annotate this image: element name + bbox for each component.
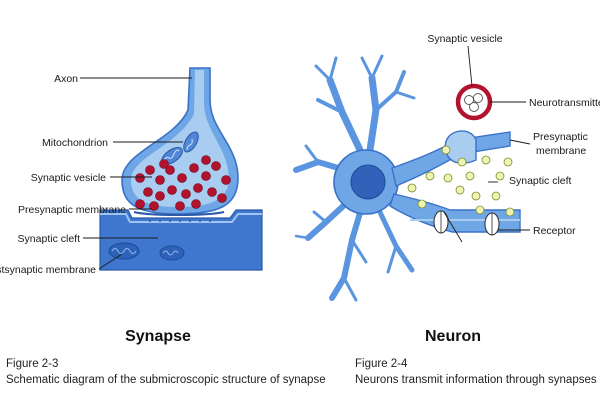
label-mitochondrion: Mitochondrion: [42, 137, 108, 149]
label-neurotransmitter: Neurotransmitter: [529, 97, 600, 109]
neurotransmitters: [407, 145, 515, 217]
label-presynaptic-line1: Presynaptic: [533, 131, 588, 143]
postsynaptic-mitochondrion: [159, 245, 185, 261]
label-presynaptic-line2: membrane: [536, 145, 586, 157]
figure-2-3-number: Figure 2-3: [6, 358, 59, 370]
figure-2-3-caption: Schematic diagram of the submicroscopic …: [6, 374, 326, 386]
postsynaptic-cell: [99, 209, 263, 271]
neuron-illustration: Synaptic vesicle Neurotransmitter Presyn…: [293, 33, 600, 345]
presynaptic-terminal: [444, 130, 477, 164]
receptor: [433, 210, 449, 234]
label-receptor: Receptor: [533, 225, 576, 237]
synapse-illustration: Axon Mitochondrion Synaptic vesicle Pres…: [0, 67, 263, 345]
label-synaptic-vesicle-2: Synaptic vesicle: [427, 33, 502, 45]
figure-2-4-caption: Neurons transmit information through syn…: [355, 374, 597, 386]
neuron-title: Neuron: [425, 328, 481, 345]
label-synaptic-vesicle: Synaptic vesicle: [31, 172, 106, 184]
label-synaptic-cleft-2: Synaptic cleft: [509, 175, 572, 187]
postsynaptic-mitochondrion: [108, 242, 140, 260]
label-presynaptic-membrane: Presynaptic membrane: [18, 204, 126, 216]
synaptic-vesicles: [135, 155, 231, 211]
label-synaptic-cleft: Synaptic cleft: [18, 233, 81, 245]
receptor: [484, 212, 500, 236]
label-axon: Axon: [54, 73, 78, 85]
figure-2-4-number: Figure 2-4: [355, 358, 408, 370]
lower-axon: [389, 193, 521, 233]
mitochondrion: [183, 131, 199, 153]
nucleus: [350, 164, 386, 200]
synapse-title: Synapse: [125, 328, 191, 345]
label-postsynaptic-membrane: Postsynaptic membrane: [0, 264, 96, 276]
synaptic-vesicle-callout: [455, 83, 493, 121]
